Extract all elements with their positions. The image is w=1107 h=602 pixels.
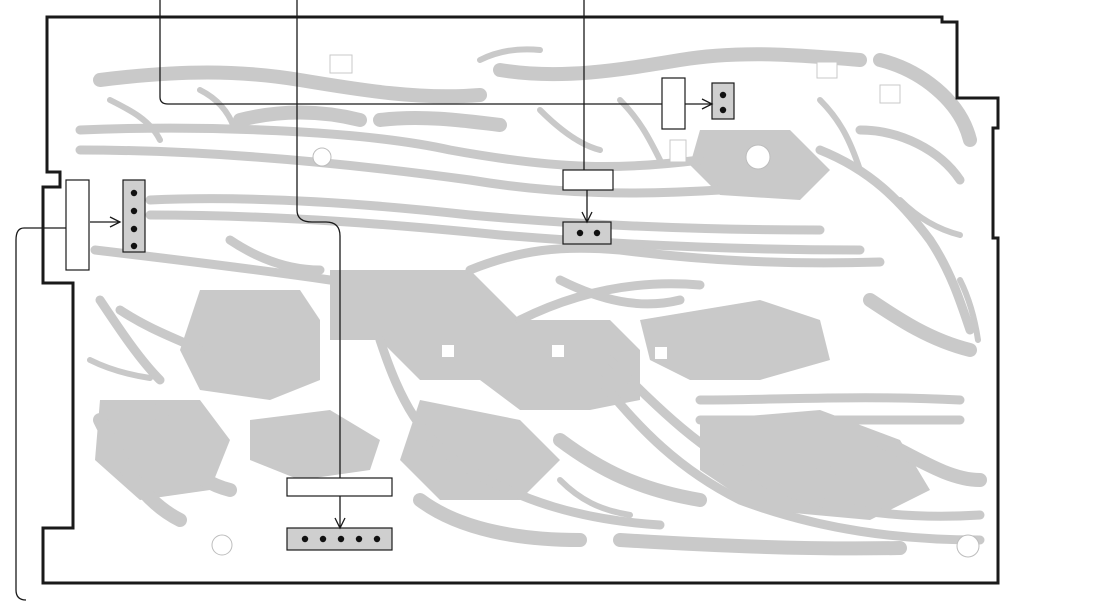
top-right-header-pin: [719, 106, 727, 114]
arrowheads: [109, 98, 714, 530]
ground-plane-right: [640, 300, 830, 380]
top-right-header: [711, 82, 735, 120]
left-header-pin: [130, 207, 138, 215]
center-right-plug: [562, 169, 614, 191]
left-header-pin: [130, 189, 138, 197]
left-header: [122, 179, 146, 253]
left-header-pin: [130, 242, 138, 250]
arrow-top-right: [701, 98, 714, 110]
bottom-header-pin: [337, 535, 345, 543]
ground-plane-center: [330, 270, 640, 410]
bottom-plug: [286, 477, 393, 497]
bottom-header-pin: [301, 535, 309, 543]
signal-traces: [87, 46, 981, 518]
ground-plane-lower: [400, 400, 560, 500]
leader-left-loop: [15, 227, 66, 601]
copper-foil-layer: [75, 46, 987, 558]
mounting-holes: [211, 144, 980, 558]
center-right-header-pin: [593, 229, 601, 237]
leader-top-right: [159, 0, 662, 105]
bottom-header-pin: [319, 535, 327, 543]
power-traces: [93, 47, 987, 556]
center-right-header: [562, 221, 612, 245]
bottom-header-pin: [355, 535, 363, 543]
arrow-left: [109, 216, 122, 228]
top-right-header-pin: [719, 91, 727, 99]
ground-plane-mid-bottom: [250, 410, 380, 480]
bottom-header: [286, 527, 393, 551]
center-right-header-pin: [576, 229, 584, 237]
ground-plane-left: [180, 290, 320, 400]
board-outline: [41, 15, 1000, 585]
leader-bottom: [296, 0, 341, 478]
arrow-bottom: [334, 517, 346, 530]
left-header-pin: [130, 225, 138, 233]
leader-lines: [15, 0, 712, 601]
bus-traces: [75, 123, 985, 545]
pad-holes: [329, 54, 901, 359]
bottom-header-pin: [373, 535, 381, 543]
top-right-plug: [661, 77, 686, 130]
left-plug: [65, 179, 90, 271]
arrow-center-right: [581, 211, 593, 224]
